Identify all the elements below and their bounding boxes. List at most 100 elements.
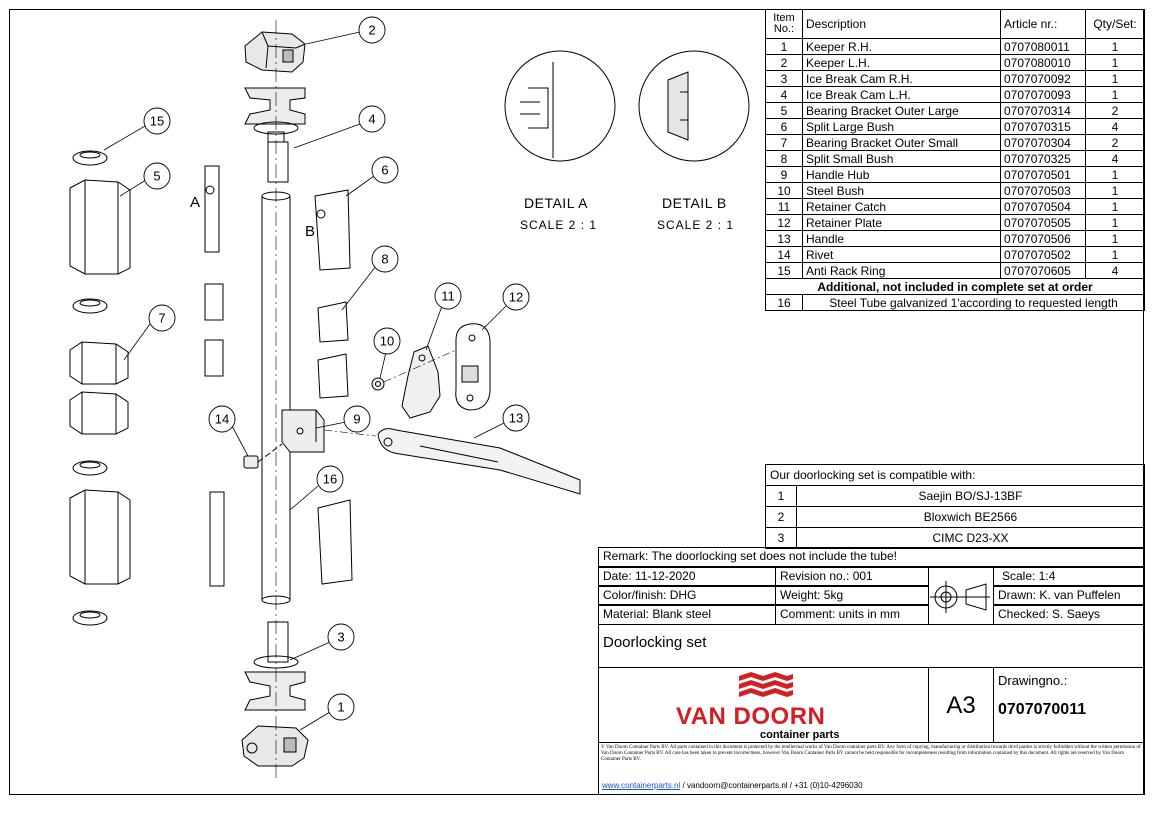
detail-a-scale: SCALE 2 : 1 [520, 218, 598, 232]
parts-cell-description: Retainer Plate [802, 214, 1001, 231]
parts-cell-article: 0707070325 [1000, 150, 1086, 167]
date-cell: Date: 11-12-2020 [598, 567, 776, 586]
parts-cell-qty: 4 [1085, 262, 1145, 279]
parts-cell-item: 14 [765, 246, 803, 263]
parts-cell-qty: 1 [1085, 70, 1145, 87]
anti-rack-rings [72, 150, 108, 626]
callout-7: 7 [158, 311, 165, 326]
parts-cell-description: Handle [802, 230, 1001, 247]
parts-cell-item: 6 [765, 118, 803, 135]
compat-heading: Our doorlocking set is compatible with: [765, 464, 1145, 486]
parts-cell-article: 0707070092 [1000, 70, 1086, 87]
van-doorn-logo-mark [739, 672, 793, 697]
parts-cell-item: 15 [765, 262, 803, 279]
compatibility-table: Our doorlocking set is compatible with: … [765, 464, 1145, 549]
parts-cell-qty: 1 [1085, 198, 1145, 215]
parts-header-row: Item No.: Description Article nr.: Qty/S… [765, 9, 1145, 39]
comment-cell: Comment: units in mm [775, 605, 929, 625]
weight-cell: Weight: 5kg [775, 586, 929, 605]
steel-bush-part [371, 377, 385, 391]
compat-number: 3 [765, 527, 797, 549]
callout-bubbles [143, 16, 530, 721]
drawing-name-cell: Doorlocking set [598, 624, 1145, 668]
detail-label-b: B [305, 223, 315, 240]
parts-cell-description: Anti Rack Ring [802, 262, 1001, 279]
parts-cell-qty: 1 [1085, 246, 1145, 263]
parts-cell-item: 12 [765, 214, 803, 231]
checked-cell: Checked: S. Saeys [993, 605, 1145, 625]
website-link[interactable]: www.containerparts.nl [602, 781, 681, 790]
compat-model: Saejin BO/SJ-13BF [796, 485, 1145, 507]
projection-symbol [930, 581, 990, 613]
callout-4: 4 [368, 112, 375, 127]
contact-details: / vandoorn@containerparts.nl / +31 (0)10… [682, 781, 863, 790]
callout-9: 9 [353, 412, 360, 427]
callout-1: 1 [337, 700, 344, 715]
color-cell: Color/finish: DHG [598, 586, 776, 605]
drawingno-value: 0707070011 [998, 701, 1087, 718]
parts-cell-qty: 1 [1085, 214, 1145, 231]
parts-cell-description: Ice Break Cam L.H. [802, 86, 1001, 103]
copyright-disclaimer: © Van Doorn Container Parts BV. All part… [601, 745, 1141, 762]
keeper-lh-part [244, 31, 306, 73]
keeper-rh-part [241, 725, 309, 767]
footer-cell [598, 742, 1145, 795]
parts-cell-item: 1 [765, 38, 803, 55]
parts-cell-article: 0707070093 [1000, 86, 1086, 103]
parts-cell-qty: 4 [1085, 118, 1145, 135]
scale-cell: Scale: 1:4 [993, 567, 1145, 586]
callout-11: 11 [441, 289, 455, 304]
parts-cell-article: 0707070502 [1000, 246, 1086, 263]
additional-heading-row: Additional, not included in complete set… [765, 278, 1145, 295]
compat-heading-row: Our doorlocking set is compatible with: [765, 464, 1145, 486]
parts-cell-item: 7 [765, 134, 803, 151]
drawing-frame [9, 9, 1144, 795]
parts-cell-item: 10 [765, 182, 803, 199]
callout-2: 2 [368, 23, 375, 38]
parts-cell-item: 11 [765, 198, 803, 215]
retainer-catch-part [401, 345, 441, 419]
parts-cell-description: Ice Break Cam R.H. [802, 70, 1001, 87]
material-cell: Material: Blank steel [598, 605, 776, 625]
parts-cell-qty: 1 [1085, 166, 1145, 183]
remark-cell: Remark: The doorlocking set does not inc… [598, 547, 1145, 567]
contact-line: www.containerparts.nl / vandoorn@contain… [602, 781, 863, 790]
parts-cell-description: Steel Bush [802, 182, 1001, 199]
parts-cell-description: Rivet [802, 246, 1001, 263]
header-description: Description [802, 9, 1001, 39]
parts-cell-item: 9 [765, 166, 803, 183]
ice-break-cam-rh-part [244, 621, 306, 711]
parts-cell-item: 2 [765, 54, 803, 71]
rivet-part [243, 443, 283, 469]
callout-10: 10 [380, 334, 394, 349]
parts-cell-description: Split Large Bush [802, 118, 1001, 135]
parts-cell-description: Retainer Catch [802, 198, 1001, 215]
callout-6: 6 [381, 163, 388, 178]
additional-text: Steel Tube galvanized 1'according to req… [802, 294, 1145, 311]
drawn-cell: Drawn: K. van Puffelen [993, 586, 1145, 605]
callout-8: 8 [381, 252, 388, 267]
detail-b-title: DETAIL B [662, 195, 727, 211]
parts-list-table: Item No.: Description Article nr.: Qty/S… [765, 9, 1145, 311]
retainer-plate-part [455, 323, 491, 411]
callout-16: 16 [323, 472, 337, 487]
parts-cell-qty: 1 [1085, 38, 1145, 55]
header-article: Article nr.: [1000, 9, 1086, 39]
bearing-bracket-large [69, 179, 131, 585]
